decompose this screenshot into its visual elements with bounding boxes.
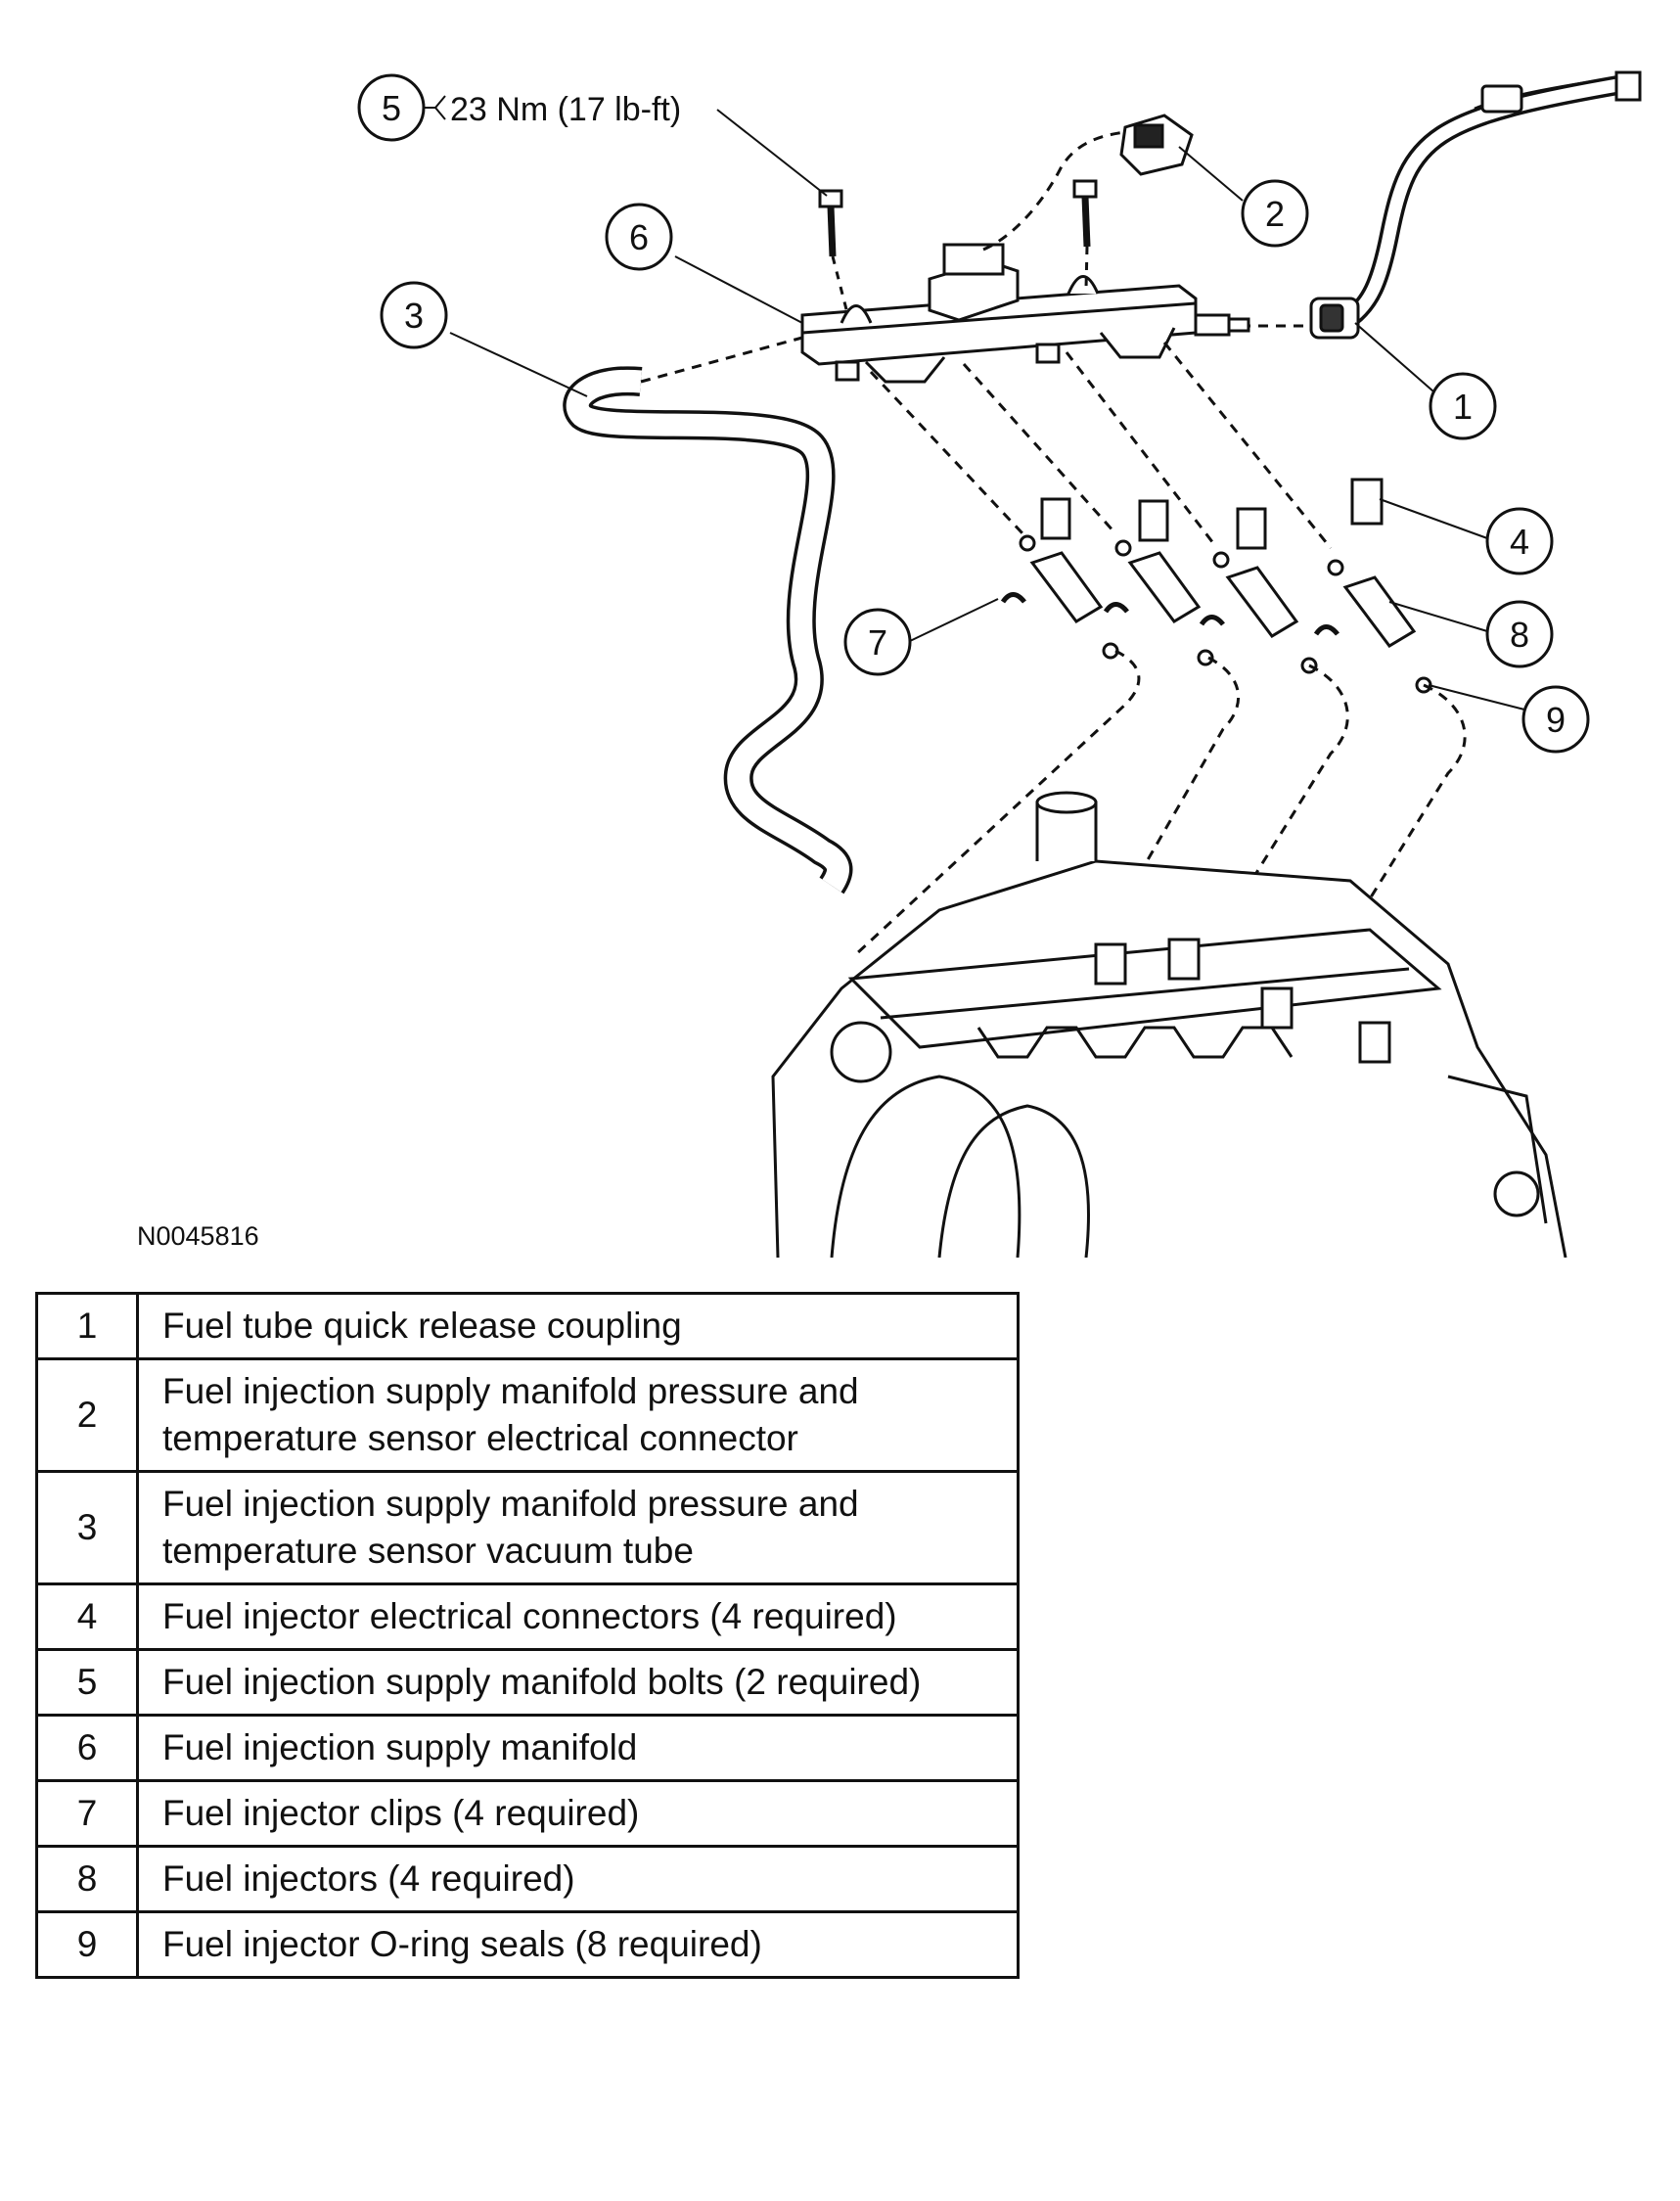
- callout-7: 7: [843, 608, 912, 676]
- legend-description: Fuel injector electrical connectors (4 r…: [136, 1582, 1020, 1651]
- callout-3: 3: [380, 281, 448, 349]
- manifold-bolts: [818, 179, 1098, 314]
- legend-number: 5: [35, 1648, 139, 1717]
- figure-id: N0045816: [137, 1221, 259, 1251]
- callout-9: 9: [1521, 685, 1590, 754]
- callout-8-label: 8: [1510, 615, 1529, 655]
- callout-leaders: [449, 109, 1525, 711]
- callout-6-label: 6: [629, 217, 649, 257]
- legend-description: Fuel injection supply manifold: [136, 1714, 1020, 1782]
- pressure-temperature-sensor: [928, 114, 1194, 322]
- quick-release-coupling: [1223, 297, 1360, 340]
- legend-number: 2: [35, 1357, 139, 1473]
- callout-8: 8: [1485, 600, 1554, 668]
- engine-block: [771, 791, 1567, 1258]
- legend-number: 8: [35, 1845, 139, 1913]
- legend-description: Fuel injectors (4 required): [136, 1845, 1020, 1913]
- legend-number: 9: [35, 1910, 139, 1979]
- callout-5: 5 23 Nm (17 lb-ft): [357, 73, 681, 142]
- legend-number: 6: [35, 1714, 139, 1782]
- callout-7-label: 7: [868, 622, 887, 663]
- callout-2: 2: [1241, 179, 1309, 248]
- fuel-supply-manifold: [800, 275, 1250, 384]
- legend-description: Fuel injector O-ring seals (8 required): [136, 1910, 1020, 1979]
- callout-3-label: 3: [404, 296, 424, 336]
- callout-1: 1: [1429, 372, 1497, 440]
- legend-description: Fuel injector clips (4 required): [136, 1779, 1020, 1848]
- callout-6: 6: [605, 203, 673, 271]
- fuel-supply-tube: [1343, 70, 1642, 326]
- injector-assembly: [854, 342, 1467, 1073]
- exploded-diagram: 1 2 3 4 5 23 Nm (17 lb-ft) 6 7 8 9: [357, 70, 1642, 1258]
- callout-9-label: 9: [1546, 700, 1566, 740]
- legend-description: Fuel injection supply manifold pressure …: [136, 1357, 1020, 1473]
- callout-1-label: 1: [1453, 387, 1473, 427]
- callout-5-label: 5: [382, 88, 401, 128]
- callout-2-label: 2: [1265, 194, 1285, 234]
- callout-4-label: 4: [1510, 522, 1529, 562]
- legend-description: Fuel tube quick release coupling: [136, 1292, 1020, 1360]
- legend-description: Fuel injection supply manifold pressure …: [136, 1470, 1020, 1585]
- legend-number: 3: [35, 1470, 139, 1585]
- legend-description: Fuel injection supply manifold bolts (2 …: [136, 1648, 1020, 1717]
- legend-number: 7: [35, 1779, 139, 1848]
- torque-spec-label: 23 Nm (17 lb-ft): [450, 91, 681, 128]
- legend-number: 4: [35, 1582, 139, 1651]
- vacuum-tube: [563, 336, 853, 894]
- callout-4: 4: [1485, 507, 1554, 575]
- legend-number: 1: [35, 1292, 139, 1360]
